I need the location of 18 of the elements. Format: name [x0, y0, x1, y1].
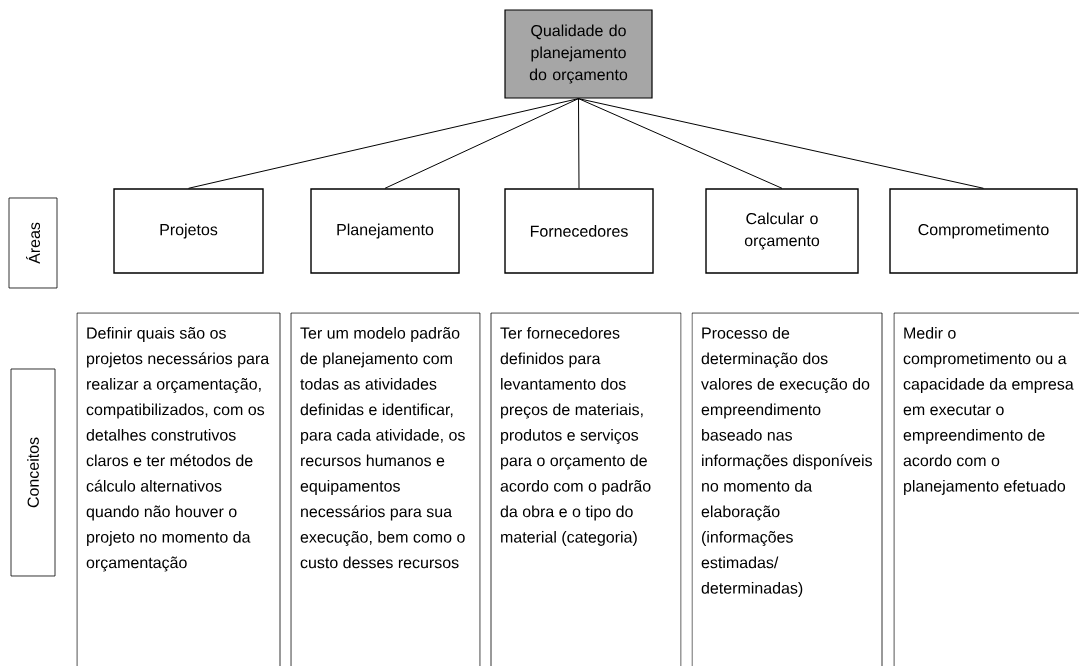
- area-box: Planejamento: [310, 188, 460, 274]
- connector-line: [578, 98, 783, 189]
- concept-box: Medir o comprometimento ou a capacidade da empresa em executar o empreendimento de acordo com o planejamento efetuado: [893, 312, 1079, 666]
- connector-line: [384, 98, 579, 189]
- concept-box: Ter um modelo padrão de planejamento com todas as atividades definidas e identificar, para cada atividade, os recursos humanos e equipamentos necessários para sua execução, bem como o custo desses recursos: [290, 312, 481, 666]
- connector-line: [188, 98, 579, 189]
- area-box: Calcular o orçamento: [705, 188, 859, 274]
- area-box: Fornecedores: [504, 188, 654, 274]
- row-label-box: Conceitos: [10, 368, 56, 577]
- row-label-box: Áreas: [8, 197, 58, 289]
- area-box: Comprometimento: [889, 188, 1078, 274]
- concept-box: Definir quais são os projetos necessários para realizar a orçamentação, compatibilizados, com os detalhes construtivos claros e ter métodos de cálculo alternativos quando não houver o projeto no momento da orçamentação: [76, 312, 281, 666]
- connector-line: [578, 98, 580, 189]
- concept-box: Processo de determinação dos valores de execução do empreendimento baseado nas informações disponíveis no momento da elaboração (informações estimadas/ determinadas): [691, 312, 883, 666]
- connector-line: [578, 98, 984, 189]
- title-box: Qualidade do planejamento do orçamento: [504, 9, 653, 99]
- concept-box: Ter fornecedores definidos para levantamento dos preços de materiais, produtos e serviços para o orçamento de acordo com o padrão da obra e o tipo do material (categoria): [490, 312, 682, 666]
- area-box: Projetos: [113, 188, 264, 274]
